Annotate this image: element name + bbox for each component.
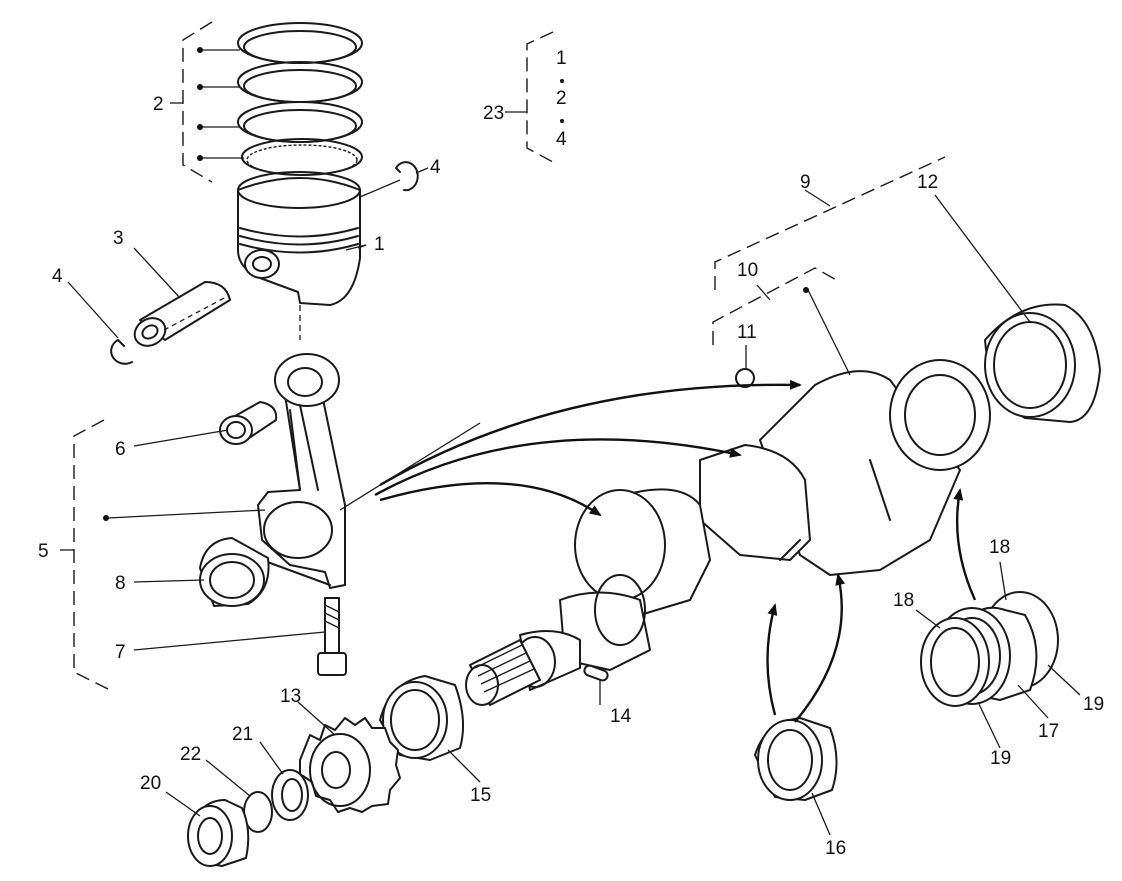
- collar: [187, 799, 250, 867]
- callout-9: 9: [800, 172, 811, 193]
- callout-labels: 1 2 3 4 4 5 6 7 8 9 10 11 12 13 14 15 16…: [38, 48, 1104, 859]
- thrust-bearing: [920, 591, 1059, 707]
- callout-6: 6: [115, 439, 126, 460]
- callout-14: 14: [610, 706, 632, 727]
- crankshaft-spline: [465, 639, 541, 706]
- callout-20: 20: [140, 773, 161, 794]
- main-bearing-large: [984, 303, 1101, 423]
- callout-11: 11: [737, 322, 757, 343]
- assembly-arrows: [339, 379, 977, 723]
- callout-3: 3: [113, 228, 124, 249]
- callout-18-top: 18: [989, 537, 1010, 558]
- callout-23: 23: [483, 103, 504, 124]
- connecting-rod: [257, 353, 346, 589]
- callout-22: 22: [180, 744, 201, 765]
- crank-gear: [299, 717, 401, 813]
- callout-12: 12: [917, 172, 938, 193]
- callout-4-right: 4: [430, 157, 441, 178]
- thrust-washer: [271, 769, 309, 821]
- kit-23-item-1: 1: [556, 48, 567, 69]
- circlip-left: [110, 339, 133, 365]
- callout-8: 8: [115, 573, 126, 594]
- callout-15: 15: [470, 785, 491, 806]
- leader-lines: [60, 79, 1081, 836]
- big-end-bearing: [199, 537, 270, 607]
- crankshaft: [514, 359, 991, 691]
- callout-5: 5: [38, 541, 49, 562]
- piston-pin: [133, 281, 231, 347]
- callout-19-right: 19: [1083, 694, 1104, 715]
- circlip-right: [395, 161, 419, 192]
- callout-18-left: 18: [893, 590, 914, 611]
- kit-23-item-2: 2: [556, 88, 567, 109]
- piston-rings: [182, 21, 363, 183]
- piston: [237, 171, 361, 340]
- woodruff-key: [583, 664, 609, 682]
- callout-1: 1: [374, 234, 385, 255]
- kit-23-item-4: 4: [556, 129, 567, 150]
- ball: [735, 368, 755, 388]
- callout-10: 10: [737, 260, 758, 281]
- callout-17: 17: [1038, 721, 1059, 742]
- callout-13: 13: [280, 686, 301, 707]
- callout-2: 2: [153, 94, 164, 115]
- callout-19-bottom: 19: [990, 748, 1011, 769]
- rod-bolt: [317, 597, 347, 676]
- front-bearing: [379, 675, 464, 761]
- small-end-bushing: [219, 401, 278, 445]
- callout-4-left: 4: [52, 266, 63, 287]
- callout-21: 21: [232, 724, 253, 745]
- group-brackets: [73, 31, 946, 691]
- main-bearing-shell: [754, 717, 838, 801]
- callout-16: 16: [825, 838, 846, 859]
- callout-7: 7: [115, 642, 126, 663]
